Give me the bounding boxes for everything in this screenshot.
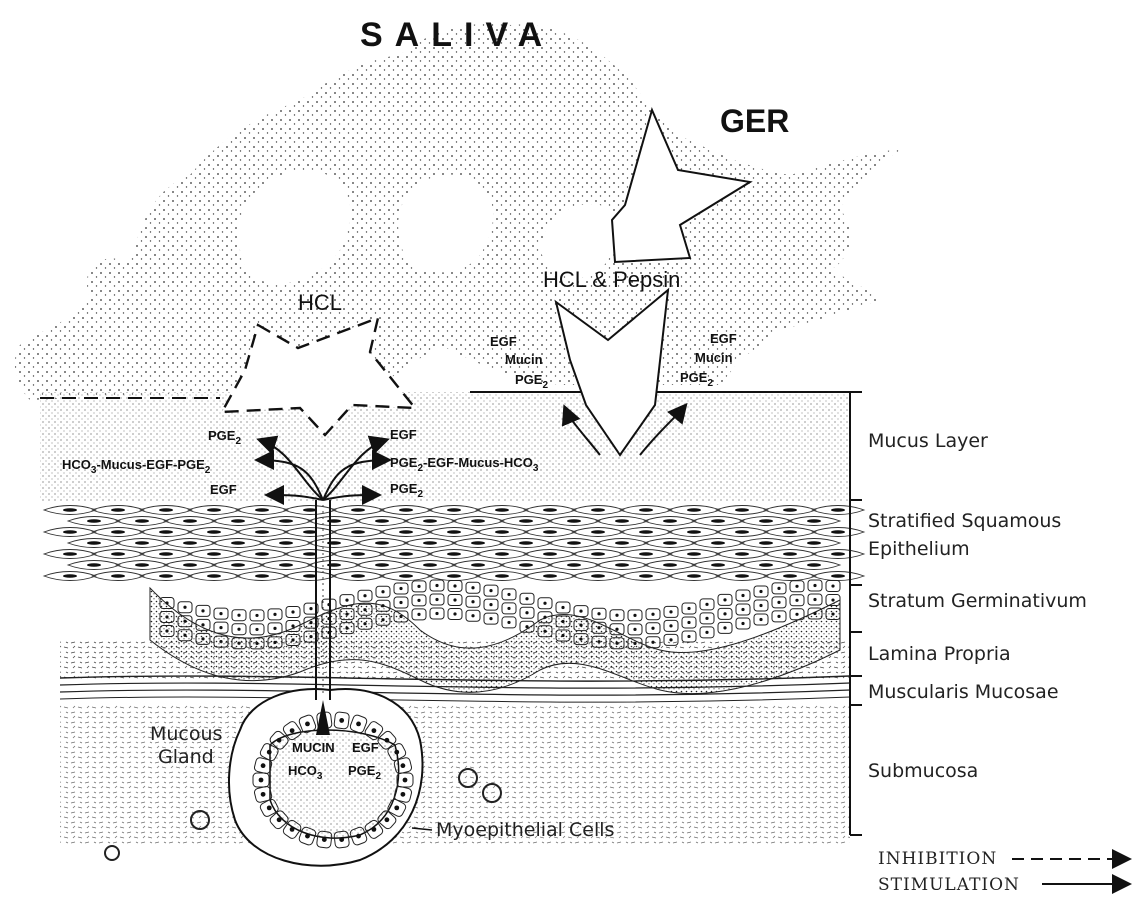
mucous-gland-label-2: Gland: [158, 746, 214, 768]
lamina-propria: [60, 640, 850, 680]
svg-text:MUCIN: MUCIN: [292, 740, 335, 755]
svg-text:EGF: EGF: [210, 482, 237, 497]
saliva-title: SALIVA: [360, 16, 554, 54]
stratified-epithelium: [44, 506, 864, 581]
legend-stimulation: STIMULATION: [878, 875, 1020, 895]
stratified-label-2: Epithelium: [868, 538, 970, 560]
saliva-cloud: [15, 24, 900, 400]
legend-inhibition: INHIBITION: [878, 849, 997, 869]
hcl-pepsin-label: HCL & Pepsin: [543, 267, 680, 292]
svg-text:EGF: EGF: [490, 334, 517, 349]
myoepithelial-label: Myoepithelial Cells: [436, 819, 614, 841]
mucous-gland-label-1: Mucous: [150, 723, 222, 745]
lamina-propria-label: Lamina Propria: [868, 643, 1011, 665]
svg-text:Mucin: Mucin: [695, 350, 733, 365]
layer-bracket: [850, 392, 862, 835]
svg-text:Mucin: Mucin: [505, 352, 543, 367]
svg-text:EGF: EGF: [352, 740, 379, 755]
mucus-layer-label: Mucus Layer: [868, 430, 988, 452]
svg-text:EGF: EGF: [710, 331, 737, 346]
stratified-label-1: Stratified Squamous: [868, 510, 1061, 532]
germinativum-label: Stratum Germinativum: [868, 590, 1087, 612]
svg-text:EGF: EGF: [390, 427, 417, 442]
legend: INHIBITION STIMULATION: [878, 849, 1128, 895]
mucus-layer: [40, 392, 850, 502]
submucosa-label: Submucosa: [868, 760, 978, 782]
ger-label: GER: [720, 103, 789, 139]
hcl-label: HCL: [298, 290, 342, 315]
muscularis-label: Muscularis Mucosae: [868, 681, 1059, 703]
